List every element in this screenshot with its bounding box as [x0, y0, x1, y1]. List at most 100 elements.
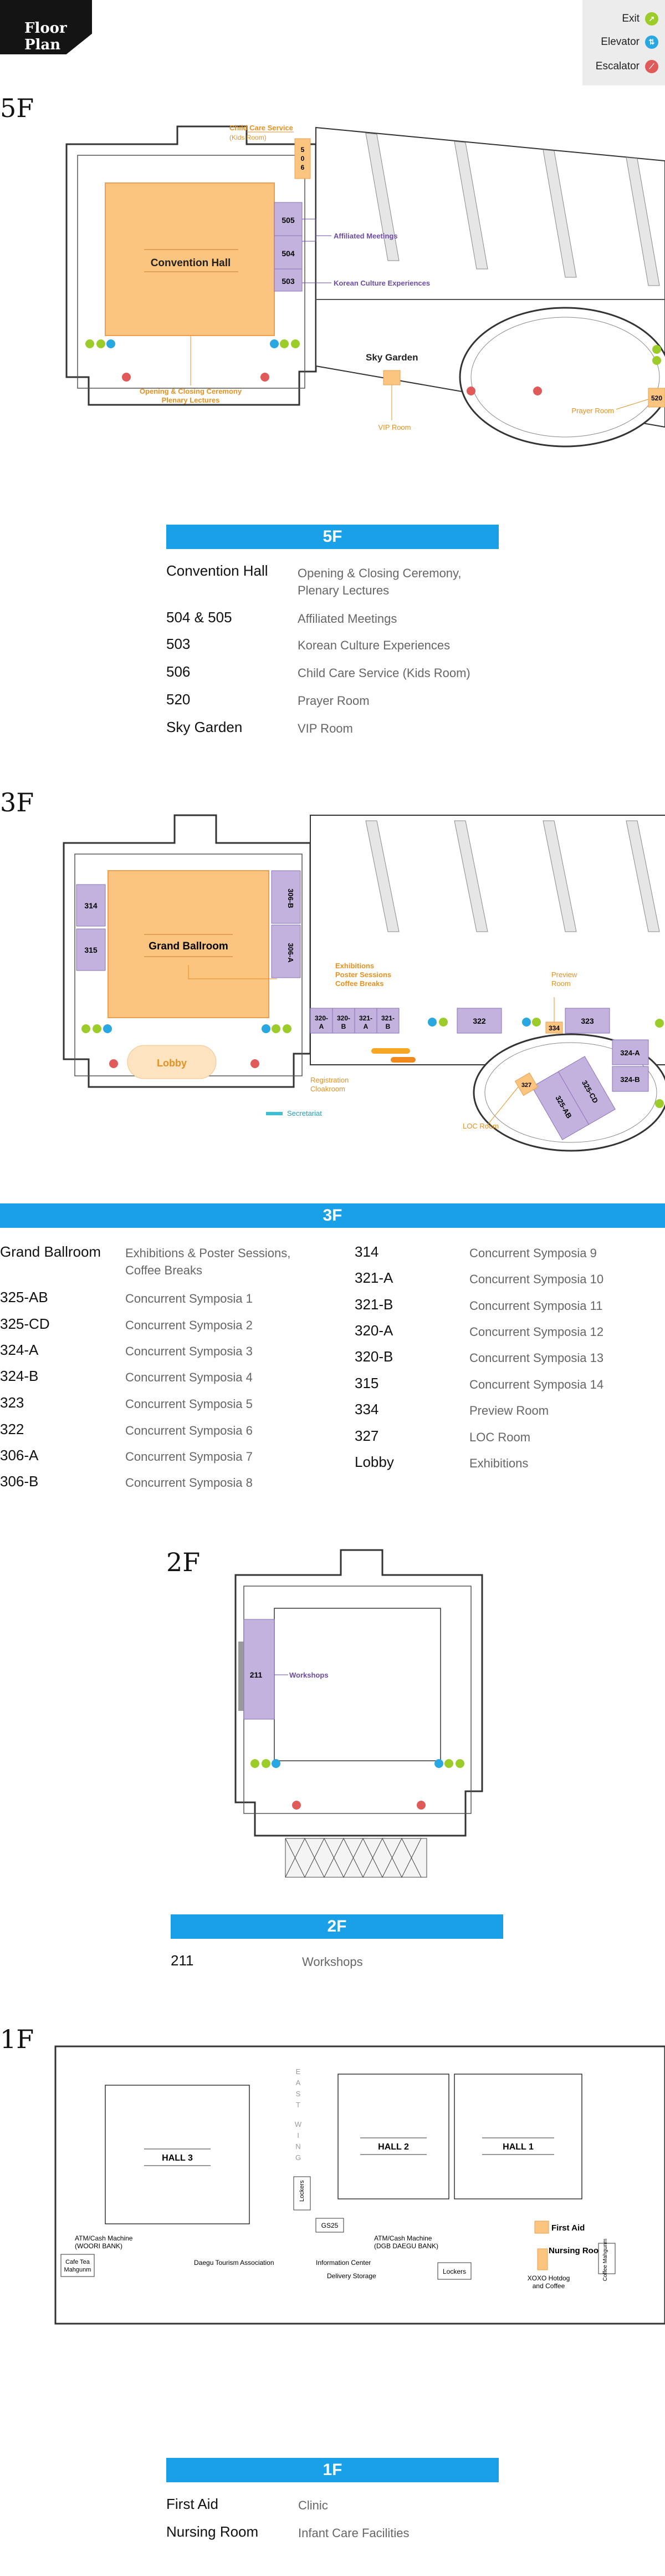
label-atm-left: ATM/Cash Machine — [75, 2234, 133, 2242]
callout-coffee: Coffee Breaks — [335, 979, 383, 988]
label-320a-b: A — [319, 1023, 324, 1030]
callout-poster: Poster Sessions — [335, 971, 391, 979]
room-name: 506 — [166, 663, 191, 680]
svg-text:G: G — [295, 2153, 301, 2162]
map-icons-5f — [85, 339, 661, 395]
svg-text:I: I — [297, 2131, 299, 2140]
room-321a — [354, 1008, 377, 1034]
label-324a: 324-A — [620, 1049, 640, 1057]
label-306b: 306-B — [287, 888, 295, 908]
room-306b — [271, 870, 301, 924]
callout-loc-room: LOC Room — [463, 1122, 499, 1130]
room-506 — [294, 138, 311, 179]
label-321b-b: B — [386, 1023, 391, 1030]
label-atm-left-bank: (WOORI BANK) — [75, 2242, 122, 2250]
callout-plenary: Plenary Lectures — [162, 396, 220, 404]
room-desc: Concurrent Symposia 2 — [125, 1318, 253, 1332]
secretariat-desk — [266, 1112, 283, 1115]
callout-registration: Registration — [310, 1076, 349, 1084]
room-desc: LOC Room — [469, 1430, 531, 1444]
cafe-tea — [60, 2254, 95, 2277]
room-321b — [376, 1008, 400, 1034]
room-name: 504 & 505 — [166, 609, 232, 626]
label-lobby: Lobby — [157, 1058, 187, 1069]
label-atm-mid: ATM/Cash Machine — [374, 2234, 432, 2242]
room-name: 314 — [355, 1243, 379, 1260]
callout-secretariat: Secretariat — [287, 1109, 322, 1117]
callout-workshops: Workshops — [289, 1671, 329, 1679]
label-324b: 324-B — [620, 1075, 640, 1084]
label-506-b: 0 — [301, 155, 305, 162]
label-grand-ballroom: Grand Ballroom — [149, 941, 228, 952]
area-lobby — [127, 1045, 217, 1079]
label-hall1: HALL 1 — [503, 2142, 534, 2152]
label-323: 323 — [581, 1017, 594, 1025]
coffee-mahgunm — [598, 2243, 616, 2274]
svg-text:A: A — [296, 2079, 301, 2087]
callout-exhibitions: Exhibitions — [335, 962, 374, 970]
room-504 — [274, 235, 303, 270]
lockers-vertical — [293, 2176, 311, 2211]
room-name: 306-B — [0, 1473, 39, 1490]
room-desc: Concurrent Symposia 12 — [469, 1325, 604, 1339]
room-name: 320-A — [355, 1322, 393, 1339]
room-name: Sky Garden — [166, 719, 243, 735]
room-name: 325-CD — [0, 1315, 50, 1332]
label-coffee-mahgunm: Coffee Mahgunm — [602, 2239, 608, 2282]
floor-label-2f: 2F — [166, 1547, 201, 1577]
room-desc: Exhibitions & Poster Sessions,Coffee Bre… — [125, 1246, 291, 1277]
room-desc: Child Care Service (Kids Room) — [298, 666, 470, 680]
room-desc: Concurrent Symposia 1 — [125, 1292, 253, 1305]
room-name: First Aid — [166, 2496, 218, 2512]
legend-item-exit: Exit ↗ — [622, 12, 658, 26]
label-321b: 321- — [381, 1014, 395, 1022]
label-504: 504 — [282, 249, 295, 258]
hall-3 — [105, 2085, 250, 2224]
cloakroom-desk — [391, 1057, 416, 1063]
label-tourism: Daegu Tourism Association — [194, 2259, 274, 2267]
room-name: 503 — [166, 636, 191, 652]
callout-prayer-room: Prayer Room — [571, 407, 614, 415]
label-cafe-tea-b: Mahgunm — [64, 2267, 91, 2273]
page-title-tab: Floor Plan — [0, 0, 92, 54]
label-506-c: 6 — [301, 164, 305, 171]
room-desc: Concurrent Symposia 3 — [125, 1344, 253, 1358]
label-nursing: Nursing Room — [549, 2246, 606, 2255]
legend-label: Escalator — [595, 60, 640, 72]
floor-label-5f: 5F — [0, 93, 34, 123]
room-desc: Concurrent Symposia 9 — [469, 1246, 597, 1260]
room-name: 321-A — [355, 1269, 393, 1286]
room-desc: Clinic — [298, 2498, 328, 2512]
hall-1 — [454, 2074, 582, 2199]
label-cafe-tea: Cafe Tea — [65, 2259, 90, 2265]
room-desc: Concurrent Symposia 14 — [469, 1378, 604, 1391]
map-icons-2f — [250, 1759, 464, 1810]
callout-childcare: Child Care Service — [229, 124, 293, 132]
map-icons-3f — [81, 1018, 664, 1108]
gs25-store — [315, 2218, 344, 2233]
label-lockers-v: Lockers — [299, 2180, 305, 2202]
hall-2 — [337, 2074, 449, 2199]
room-name: 334 — [355, 1401, 379, 1417]
room-desc: Concurrent Symposia 7 — [125, 1450, 253, 1464]
room-desc: Workshops — [302, 1955, 363, 1969]
label-321a-b: A — [364, 1023, 369, 1030]
room-name: 306-A — [0, 1447, 39, 1464]
label-sky-garden: Sky Garden — [366, 352, 418, 363]
label-hall2: HALL 2 — [378, 2142, 409, 2152]
floor-map-2f: 211 Workshops — [234, 1549, 483, 1878]
room-desc: Prayer Room — [298, 694, 370, 708]
room-name: 520 — [166, 691, 191, 708]
room-desc: Concurrent Symposia 6 — [125, 1424, 253, 1437]
room-name: Grand Ballroom — [0, 1243, 101, 1260]
callout-childcare-sub: (Kids Room) — [229, 134, 267, 141]
room-desc: Concurrent Symposia 8 — [125, 1476, 253, 1490]
label-first-aid: First Aid — [551, 2223, 585, 2233]
room-315 — [76, 928, 106, 971]
floor-bar-1f: 1F — [166, 2458, 499, 2482]
callout-vip-room: VIP Room — [378, 423, 411, 431]
floor-map-3f: Grand Ballroom 314 315 306-B 306-A 320- … — [63, 814, 665, 1152]
room-desc: Concurrent Symposia 13 — [469, 1351, 604, 1365]
room-name: 327 — [355, 1427, 379, 1444]
